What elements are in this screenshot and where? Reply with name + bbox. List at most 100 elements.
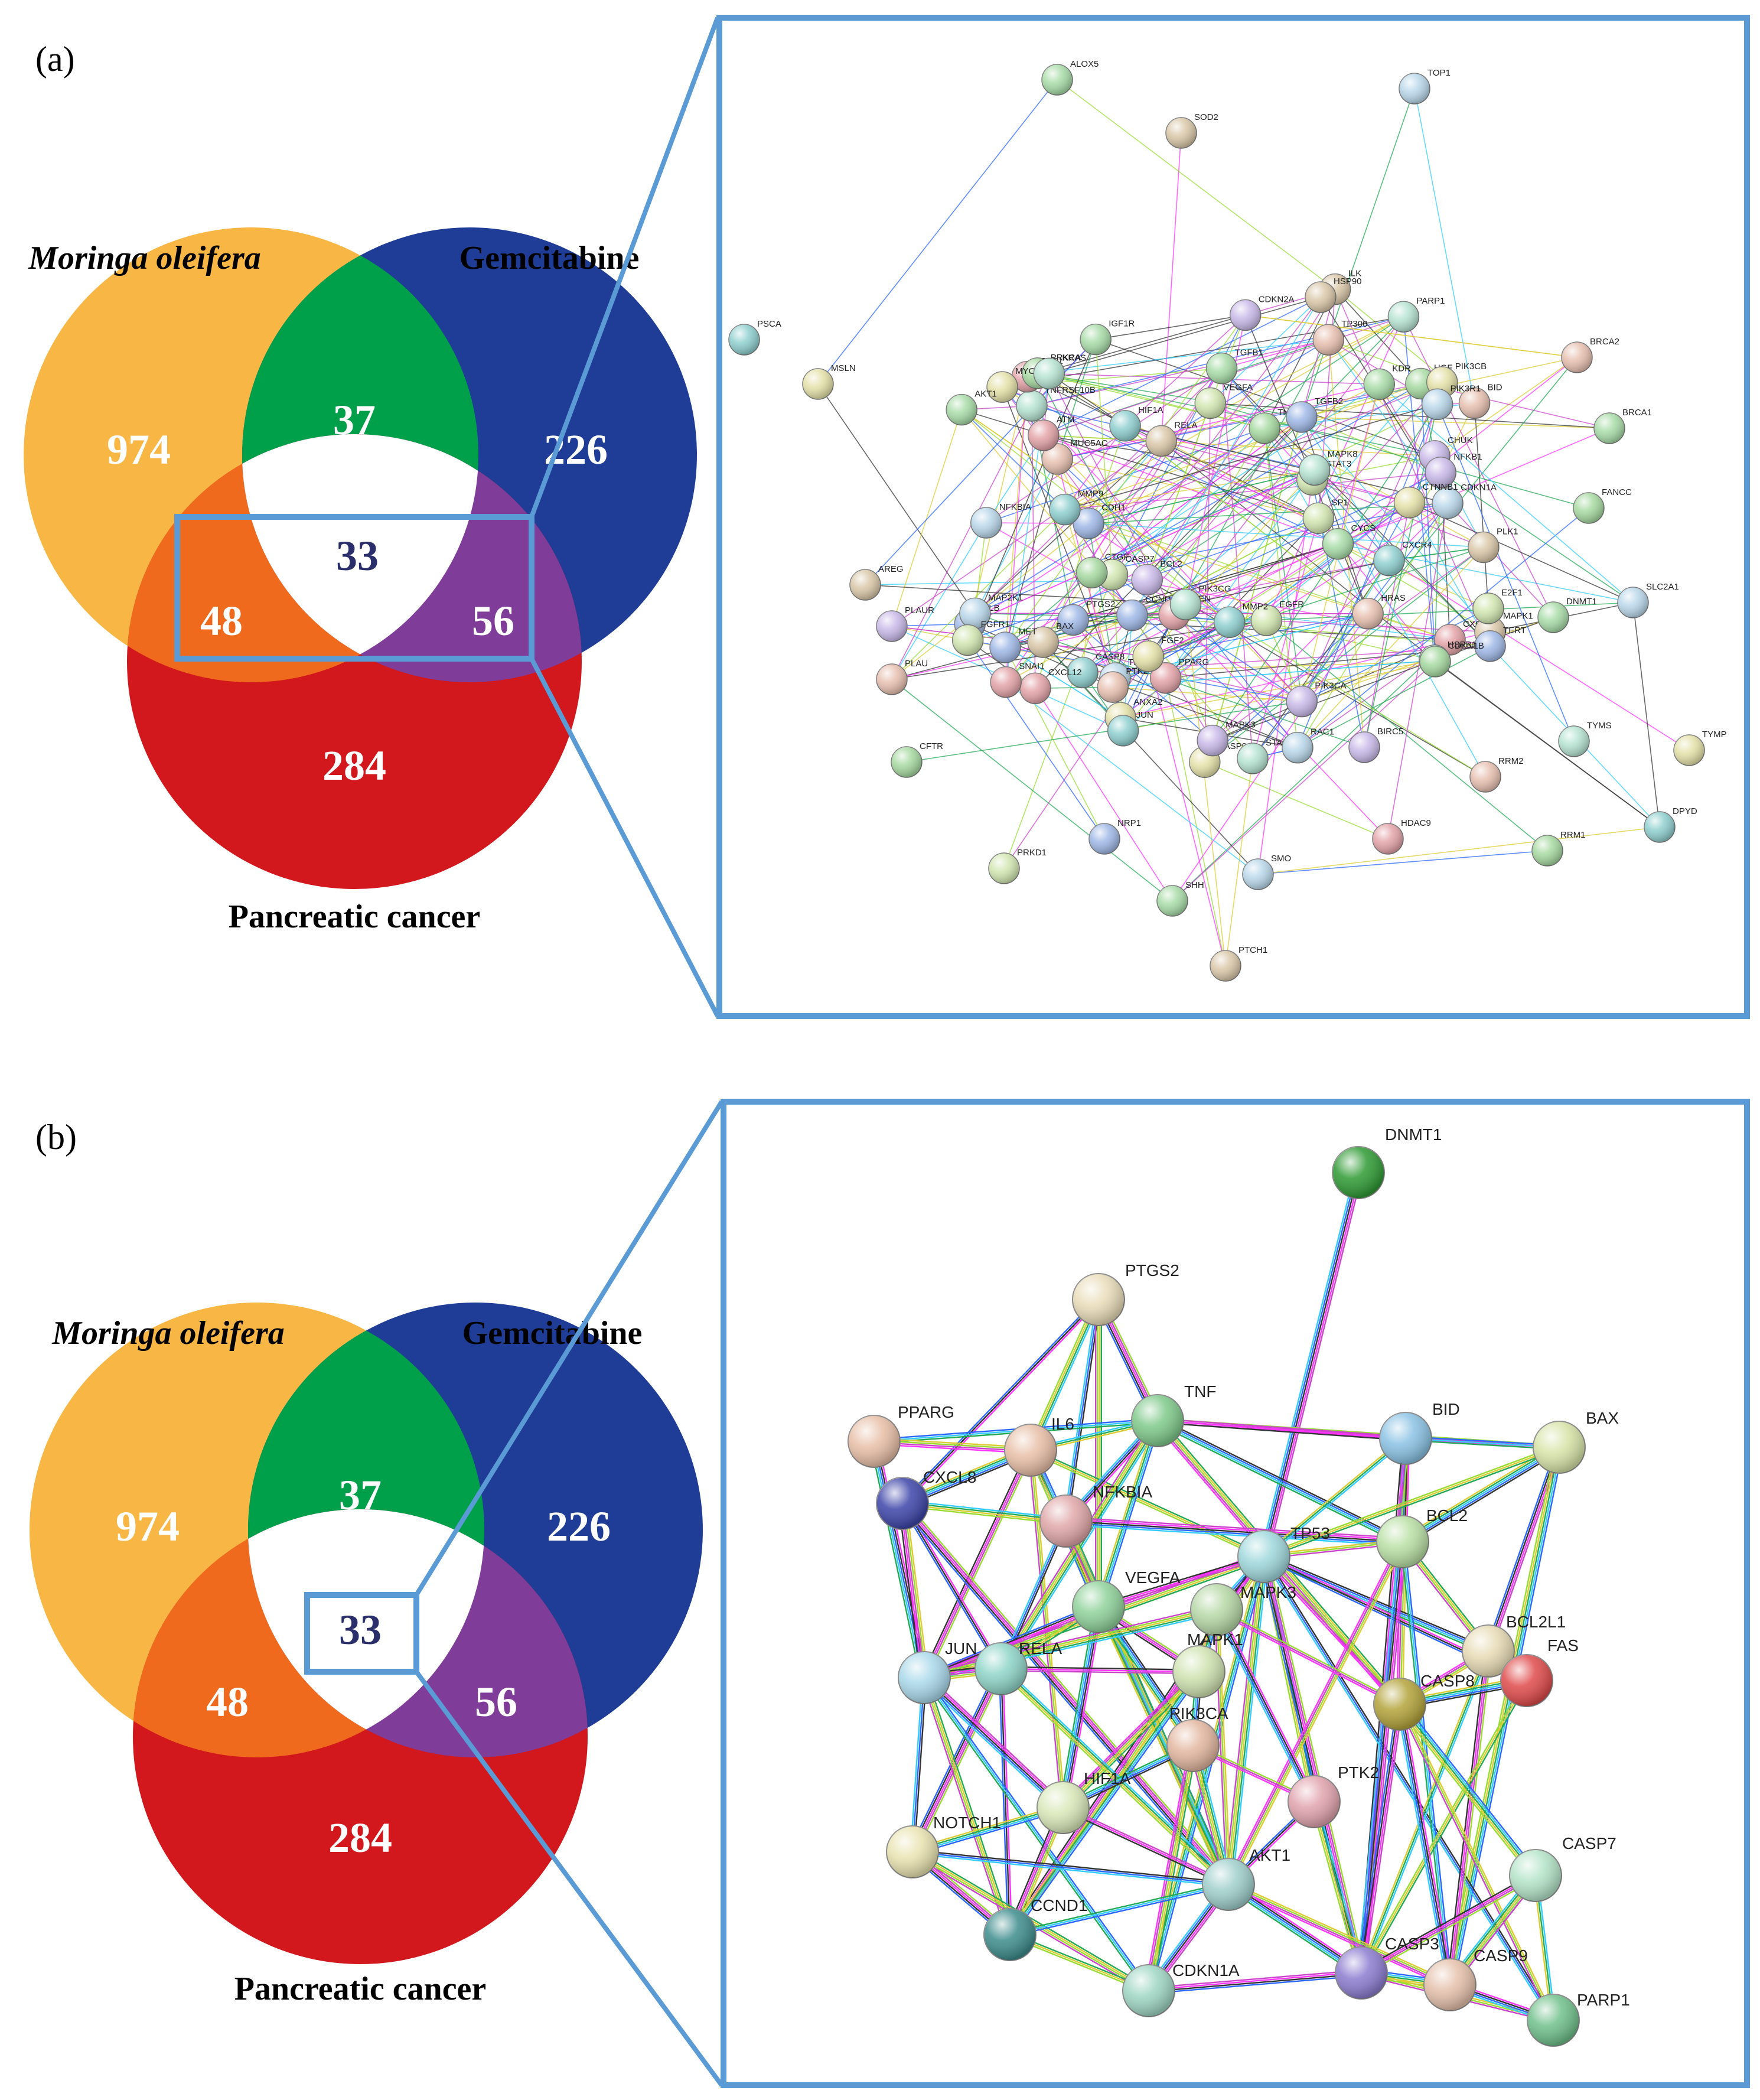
- network-node-nfkb1[interactable]: NFKB1: [1425, 452, 1482, 489]
- network-node-fgf2[interactable]: FGF2: [1132, 636, 1184, 672]
- network-node-bax[interactable]: BAX: [1027, 621, 1074, 658]
- network-node-hif1a[interactable]: HIF1A: [1037, 1769, 1131, 1834]
- network-node-plaur[interactable]: PLAUR: [876, 605, 934, 642]
- network-node-hdac9[interactable]: HDAC9: [1372, 818, 1431, 855]
- network-node-cdkn2a[interactable]: CDKN2A: [1229, 294, 1295, 331]
- network-node-dnmt1[interactable]: DNMT1: [1332, 1125, 1442, 1199]
- network-node-kras[interactable]: KRAS: [1033, 353, 1086, 390]
- network-node-pik3ca[interactable]: PIK3CA: [1166, 1704, 1228, 1772]
- network-node-ctnnb1[interactable]: CTNNB1: [1393, 482, 1458, 519]
- network-node-casp9[interactable]: CASP9: [1423, 1946, 1528, 2011]
- network-node-tyms[interactable]: TYMS: [1558, 721, 1612, 757]
- network-node-hsp90[interactable]: HSP90: [1305, 276, 1362, 313]
- network-node-fas[interactable]: FAS: [1500, 1636, 1579, 1707]
- network-node-casp7[interactable]: CASP7: [1509, 1834, 1616, 1902]
- network-node-stat1[interactable]: STAT1: [1237, 738, 1292, 774]
- network-node-kdr[interactable]: KDR: [1363, 363, 1411, 401]
- network-node-ctgf[interactable]: CTGF: [1076, 552, 1129, 589]
- network-node-plau[interactable]: PLAU: [876, 659, 928, 695]
- network-node-tnfrsf10b[interactable]: TNFRSF10B: [1016, 385, 1096, 422]
- network-node-pparg[interactable]: PPARG: [848, 1403, 954, 1468]
- network-node-rela[interactable]: RELA: [1145, 421, 1197, 457]
- network-node-bid[interactable]: BID: [1379, 1400, 1460, 1465]
- network-node-cxcr4[interactable]: CXCR4: [1373, 540, 1432, 577]
- network-node-akt1[interactable]: AKT1: [946, 389, 997, 426]
- network-node-top1[interactable]: TOP1: [1399, 68, 1451, 105]
- network-node-tnf[interactable]: TNF: [1131, 1382, 1216, 1447]
- network-node-areg[interactable]: AREG: [849, 564, 904, 601]
- network-node-map2k1[interactable]: MAP2K1: [959, 592, 1023, 630]
- network-node-myc[interactable]: MYC: [986, 366, 1035, 403]
- network-node-pik3ca[interactable]: PIK3CA: [1286, 681, 1347, 718]
- network-node-bcl2[interactable]: BCL2: [1376, 1506, 1468, 1568]
- network-node-tert[interactable]: TERT: [1474, 626, 1526, 662]
- network-node-pik3cg[interactable]: PIK3CG: [1169, 584, 1231, 621]
- network-node-slc2a1[interactable]: SLC2A1: [1617, 582, 1679, 618]
- network-node-parp1[interactable]: PARP1: [1387, 296, 1445, 333]
- network-node-ccnd1[interactable]: CCND1: [983, 1896, 1087, 1961]
- network-node-notch1[interactable]: NOTCH1: [886, 1814, 1001, 1878]
- network-node-jun[interactable]: JUN: [898, 1639, 977, 1704]
- network-node-psca[interactable]: PSCA: [728, 319, 781, 356]
- network-node-hras[interactable]: HRAS: [1352, 593, 1406, 630]
- network-node-pparg[interactable]: PPARG: [1149, 657, 1209, 694]
- network-node-mmp9[interactable]: MMP9: [1049, 489, 1103, 526]
- network-node-mapk3[interactable]: MAPK3: [1197, 720, 1256, 757]
- network-node-mapk3[interactable]: MAPK3: [1190, 1583, 1296, 1636]
- network-node-tp300[interactable]: TP300: [1312, 319, 1367, 356]
- network-node-tgfb2[interactable]: TGFB2: [1286, 396, 1343, 433]
- network-node-ptgs2[interactable]: PTGS2: [1072, 1261, 1179, 1326]
- network-node-ptgs2[interactable]: PTGS2: [1057, 600, 1115, 636]
- network-node-bcl2l1[interactable]: BCL2L1: [1462, 1613, 1566, 1678]
- network-node-mapk1[interactable]: MAPK1: [1172, 1630, 1243, 1698]
- network-node-cdkn1b[interactable]: CDKN1B: [1419, 641, 1484, 678]
- network-node-birc5[interactable]: BIRC5: [1348, 727, 1403, 763]
- network-node-tgfb1[interactable]: TGFB1: [1205, 348, 1263, 385]
- network-node-jun[interactable]: JUN: [1107, 710, 1153, 747]
- network-node-cycs[interactable]: CYCS: [1322, 523, 1376, 560]
- network-node-cxcl12[interactable]: CXCL12: [1019, 668, 1082, 704]
- network-node-vegfa[interactable]: VEGFA: [1072, 1568, 1181, 1633]
- network-node-plk1[interactable]: PLK1: [1468, 526, 1518, 564]
- network-node-shh[interactable]: SHH: [1156, 880, 1204, 917]
- network-node-sod2[interactable]: SOD2: [1165, 112, 1218, 149]
- network-node-cdkn1a[interactable]: CDKN1A: [1122, 1961, 1240, 2017]
- network-node-casp8[interactable]: CASP8: [1373, 1672, 1475, 1731]
- network-node-egfr[interactable]: EGFR: [1250, 600, 1304, 636]
- network-node-prkd1[interactable]: PRKD1: [988, 848, 1047, 884]
- network-node-igf1r[interactable]: IGF1R: [1080, 319, 1135, 356]
- network-node-sp1[interactable]: SP1: [1302, 497, 1348, 535]
- network-node-rrm2[interactable]: RRM2: [1469, 756, 1524, 793]
- network-node-hif1a[interactable]: HIF1A: [1109, 405, 1163, 442]
- network-node-casp3[interactable]: CASP3: [1335, 1935, 1439, 2000]
- network-node-tp53[interactable]: TP53: [1237, 1524, 1330, 1583]
- network-node-met[interactable]: MET: [989, 627, 1037, 663]
- network-node-pik3r1[interactable]: PIK3R1: [1421, 383, 1481, 421]
- network-node-bcl2[interactable]: BCL2: [1131, 559, 1182, 596]
- network-node-rrm1[interactable]: RRM1: [1531, 830, 1586, 867]
- network-node-cftr[interactable]: CFTR: [891, 741, 943, 778]
- network-node-dpyd[interactable]: DPYD: [1644, 806, 1697, 843]
- network-node-nfkbia[interactable]: NFKBIA: [1039, 1483, 1152, 1548]
- network-node-fgfr1[interactable]: FGFR1: [951, 620, 1010, 656]
- network-node-tymp[interactable]: TYMP: [1673, 730, 1727, 766]
- network-node-parp1[interactable]: PARP1: [1527, 1991, 1630, 2047]
- network-node-nfkbia[interactable]: NFKBIA: [970, 502, 1031, 539]
- network-node-cdkn1a[interactable]: CDKN1A: [1432, 483, 1497, 519]
- network-node-il6[interactable]: IL6: [1004, 1415, 1074, 1477]
- network-node-ptk2[interactable]: PTK2: [1097, 666, 1148, 703]
- network-node-fancc[interactable]: FANCC: [1573, 487, 1632, 524]
- network-node-ptk2[interactable]: PTK2: [1288, 1763, 1379, 1828]
- network-node-dnmt1[interactable]: DNMT1: [1537, 597, 1597, 633]
- network-node-brca2[interactable]: BRCA2: [1561, 337, 1619, 373]
- network-node-atm[interactable]: ATM: [1028, 415, 1075, 451]
- network-node-brca1[interactable]: BRCA1: [1593, 408, 1652, 444]
- network-node-vegfa[interactable]: VEGFA: [1194, 383, 1253, 419]
- network-node-rac1[interactable]: RAC1: [1282, 727, 1334, 764]
- network-node-mapk8[interactable]: MAPK8: [1298, 450, 1358, 486]
- network-node-muc5ac[interactable]: MUC5AC: [1041, 438, 1108, 475]
- network-node-ptch1[interactable]: PTCH1: [1210, 945, 1267, 982]
- network-node-cdh1[interactable]: CDH1: [1073, 503, 1126, 539]
- network-node-mmp2[interactable]: MMP2: [1213, 601, 1268, 639]
- network-node-rela[interactable]: RELA: [974, 1639, 1062, 1695]
